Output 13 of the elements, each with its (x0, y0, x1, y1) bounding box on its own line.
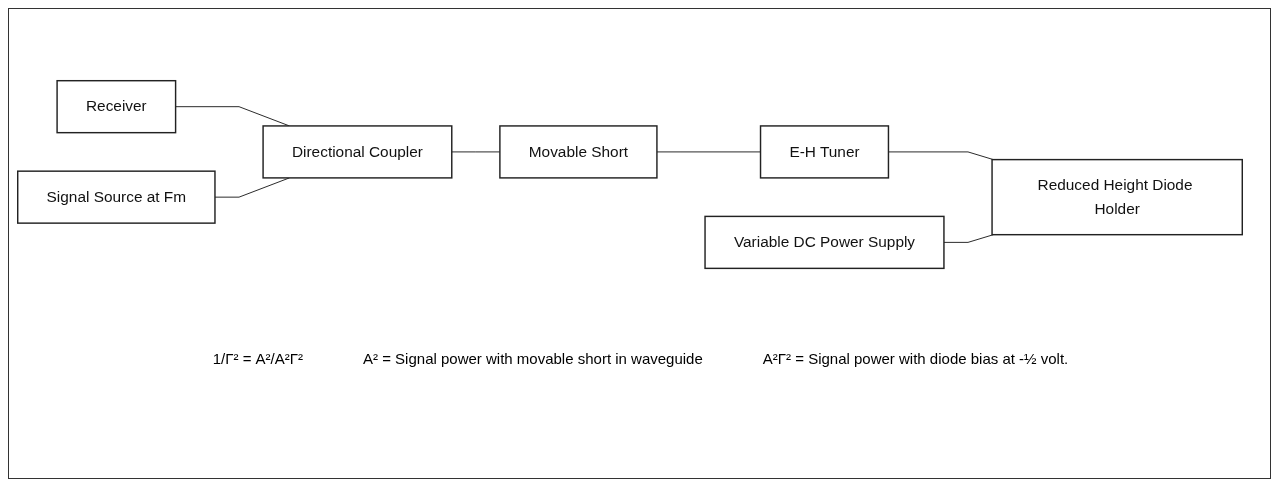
node-box: Directional Coupler (262, 125, 453, 180)
formula-note: A²Γ² = Signal power with diode bias at -½ volt. (762, 350, 1069, 367)
formula-note: 1/Γ² = A²/A²Γ² (212, 350, 303, 367)
node-box: Receiver (56, 80, 177, 134)
connector (656, 151, 761, 153)
node-box: Movable Short (499, 125, 658, 180)
connector (943, 234, 994, 244)
node-box: Signal Source at Fm (17, 170, 216, 225)
connector (175, 106, 290, 127)
formula-note: A² = Signal power with movable short in waveguide (363, 350, 703, 367)
node-box: Reduced Height Diode Holder (991, 159, 1243, 236)
node-box: Variable DC Power Supply (704, 216, 945, 270)
node-box: E-H Tuner (759, 125, 890, 180)
